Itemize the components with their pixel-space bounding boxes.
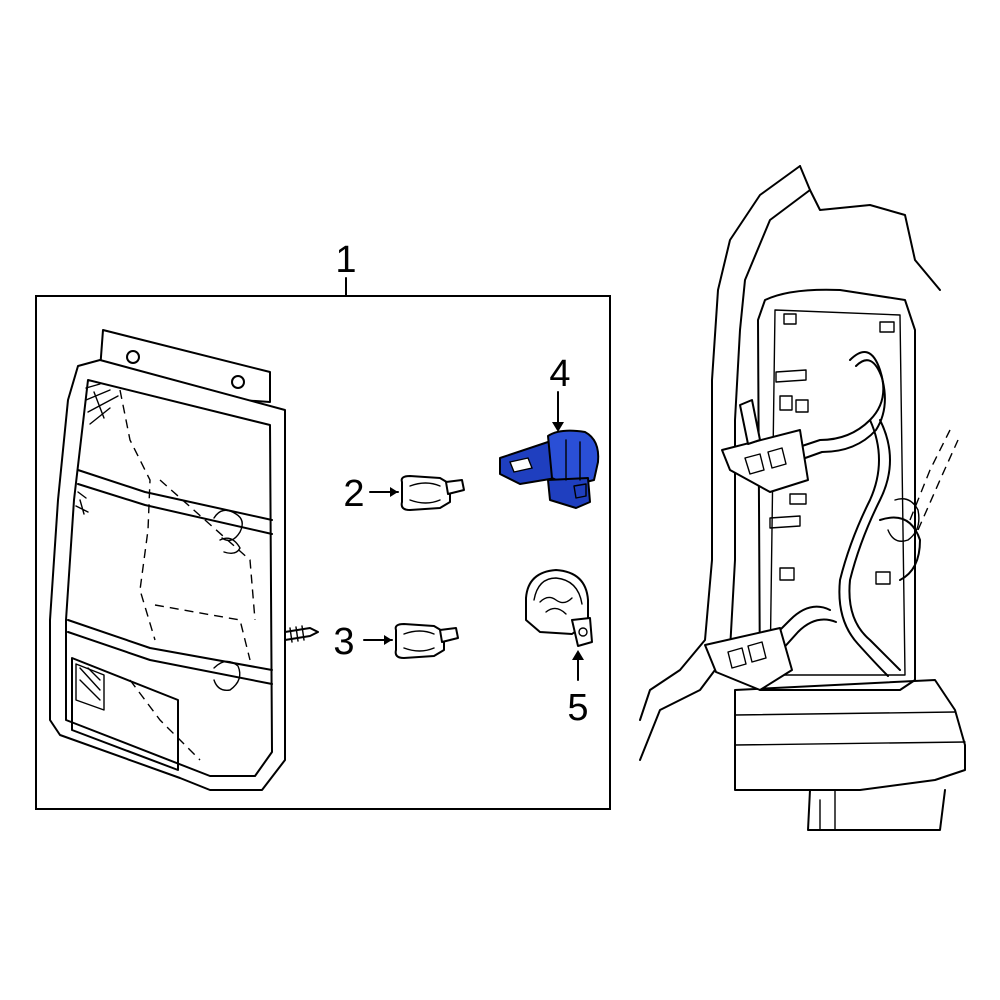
tail-lamp-assembly[interactable] [49, 329, 319, 791]
socket-part-4[interactable] [499, 391, 600, 509]
bulb-part-3[interactable] [363, 623, 459, 659]
callout-1: 1 [335, 239, 356, 281]
callout-3: 3 [333, 621, 354, 663]
assembly-box [35, 277, 611, 810]
callout-2: 2 [343, 473, 364, 515]
callout-5: 5 [567, 687, 588, 729]
vehicle-rear-corner [639, 165, 966, 831]
socket-part-5[interactable] [525, 569, 593, 681]
callout-4: 4 [549, 353, 570, 395]
bulb-part-2[interactable] [369, 475, 465, 511]
